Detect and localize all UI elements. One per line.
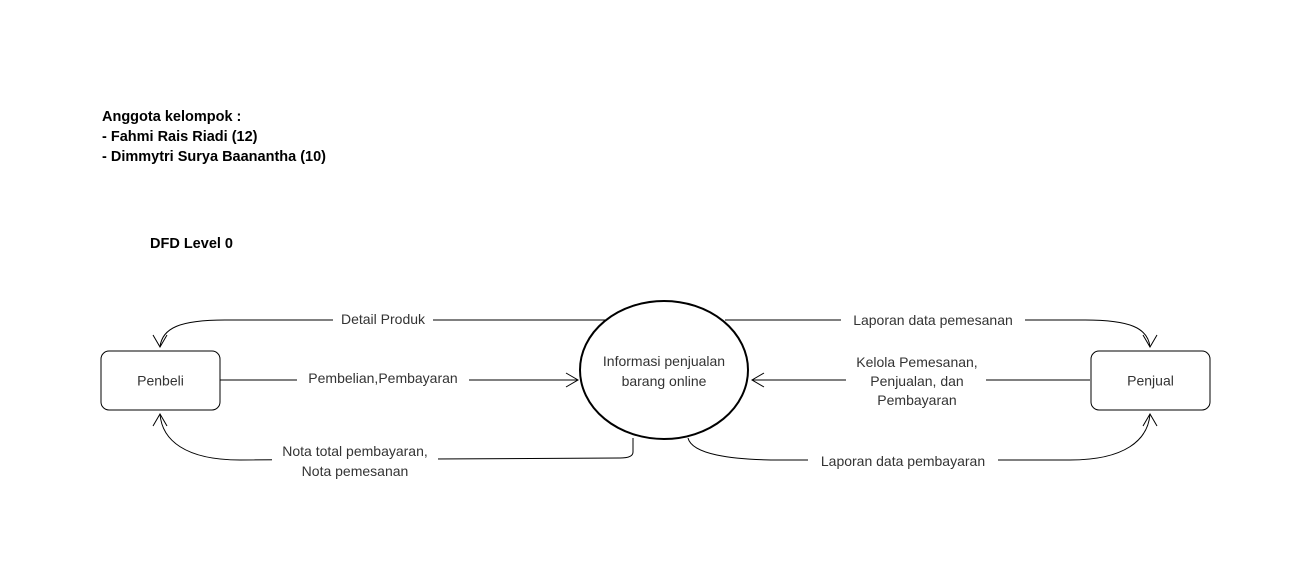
member-item: - Dimmytri Surya Baanantha (10) (102, 149, 327, 165)
flow-laporan-pemesanan-label: Laporan data pemesanan (853, 312, 1013, 328)
group-members: Anggota kelompok : - Fahmi Rais Riadi (1… (102, 107, 326, 167)
entity-penjual-label: Penjual (1127, 373, 1174, 389)
flow-kelola-label-line3: Pembayaran (877, 392, 956, 408)
flow-nota: Nota total pembayaran, Nota pemesanan (152, 413, 634, 479)
flow-pembelian-label: Pembelian,Pembayaran (308, 370, 457, 386)
flow-kelola-label-line2: Penjualan, dan (870, 373, 963, 389)
process-label-line2: barang online (622, 373, 707, 389)
flow-laporan-pembayaran: Laporan data pembayaran (687, 413, 1158, 469)
diagram-title: DFD Level 0 (150, 236, 233, 252)
members-heading: Anggota kelompok : (102, 109, 242, 125)
process-label-line1: Informasi penjualan (603, 353, 725, 369)
entity-penjual[interactable]: Penjual (1090, 350, 1211, 411)
flow-laporan-pembayaran-label: Laporan data pembayaran (821, 453, 985, 469)
flow-pembelian-pembayaran: Pembelian,Pembayaran (220, 370, 579, 388)
flow-nota-label-line1: Nota total pembayaran, (282, 443, 428, 459)
entity-penbeli-label: Penbeli (137, 373, 184, 389)
flow-laporan-pemesanan: Laporan data pemesanan (725, 311, 1158, 348)
flow-kelola: Kelola Pemesanan, Penjualan, dan Pembaya… (751, 352, 1090, 410)
process-informasi-penjualan[interactable]: Informasi penjualan barang online (579, 300, 749, 440)
flow-kelola-label-line1: Kelola Pemesanan, (856, 354, 977, 370)
flow-detail-produk-label: Detail Produk (341, 311, 426, 327)
entity-penbeli[interactable]: Penbeli (100, 350, 221, 411)
flow-nota-label-line2: Nota pemesanan (302, 463, 409, 479)
flow-detail-produk: Detail Produk (152, 310, 605, 348)
member-item: - Fahmi Rais Riadi (12) (102, 129, 258, 145)
